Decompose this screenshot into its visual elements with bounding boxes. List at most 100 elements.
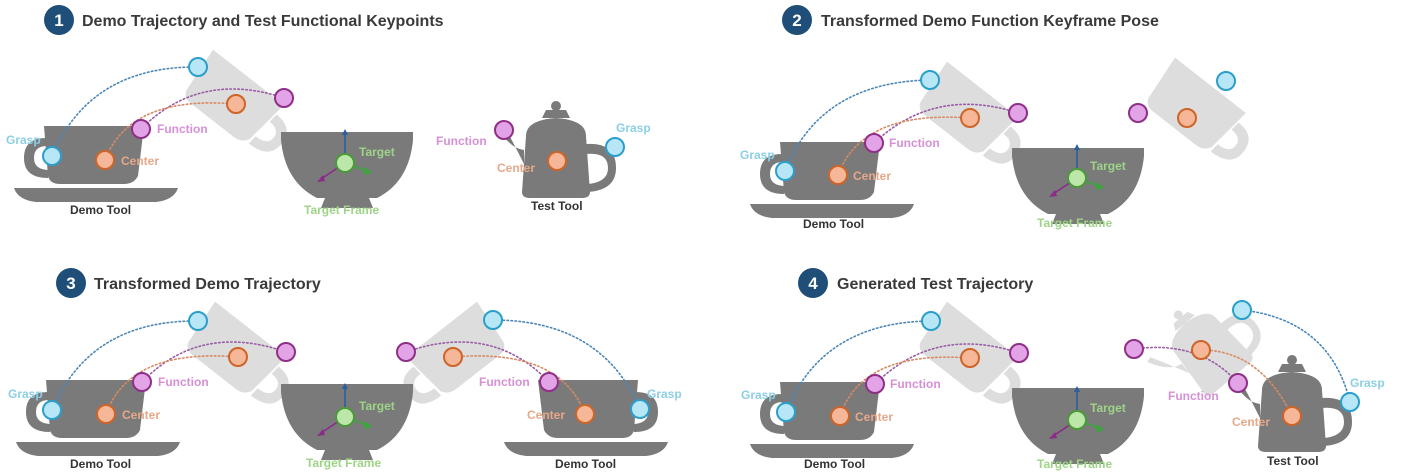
grasp-trajectory (492, 319, 641, 410)
panel-4-badge: 4 (798, 268, 828, 298)
panel-4-title: Generated Test Trajectory (837, 276, 1033, 293)
demo-tool-label: Demo Tool (803, 217, 864, 231)
function-label: Function (479, 375, 530, 389)
grasp-trajectory (784, 79, 931, 172)
grasp-keypoint (1216, 71, 1236, 91)
grasp-keypoint (1232, 300, 1252, 320)
panel-1-badge: 1 (44, 5, 74, 35)
grasp-keypoint (483, 310, 503, 330)
center-keypoint (575, 404, 595, 424)
function-trajectory (140, 88, 285, 130)
grasp-label: Grasp (8, 387, 43, 401)
center-keypoint (547, 151, 567, 171)
function-keypoint (864, 133, 884, 153)
function-trajectory (874, 343, 1020, 385)
panel-3-badge: 3 (56, 268, 86, 298)
test-tool-label: Test Tool (531, 199, 583, 213)
center-keypoint (828, 165, 848, 185)
panel-1: 1 Demo Trajectory and Test Functional Ke… (6, 5, 651, 217)
function-keypoint (539, 372, 559, 392)
center-label: Center (1232, 415, 1270, 429)
function-label: Function (158, 375, 209, 389)
function-trajectory (405, 341, 550, 383)
function-label: Function (889, 136, 940, 150)
demo-tool-label: Demo Tool (70, 457, 131, 471)
function-keypoint (132, 372, 152, 392)
function-keypoint (276, 342, 296, 362)
center-keypoint (830, 406, 850, 426)
center-keypoint (96, 404, 116, 424)
center-trajectory (839, 356, 971, 417)
target-frame-label: Target Frame (306, 456, 381, 470)
grasp-keypoint (775, 161, 795, 181)
panel-1-number: 1 (54, 11, 63, 30)
function-keypoint (1008, 103, 1028, 123)
target-frame-label: Target Frame (1037, 216, 1112, 230)
function-label: Function (436, 134, 487, 148)
function-trajectory (1133, 346, 1239, 384)
test-tool-teapot (496, 101, 616, 198)
center-keypoint (1282, 406, 1302, 426)
grasp-keypoint (920, 70, 940, 90)
panel-2-number: 2 (792, 11, 801, 30)
function-keypoint (1124, 339, 1144, 359)
function-keypoint (1228, 373, 1248, 393)
grasp-trajectory (51, 320, 199, 411)
center-keypoint (226, 94, 246, 114)
function-keypoint (396, 342, 416, 362)
grasp-label: Grasp (6, 133, 41, 147)
grasp-keypoint (42, 146, 62, 166)
grasp-keypoint (1340, 392, 1360, 412)
grasp-keypoint (188, 311, 208, 331)
function-keypoint (274, 88, 294, 108)
center-keypoint (443, 347, 463, 367)
target-label: Target (1090, 401, 1126, 415)
function-label: Function (890, 377, 941, 391)
grasp-trajectory (51, 66, 199, 157)
panel-2: 2 Transformed Demo Function Keyframe Pos… (740, 5, 1264, 231)
grasp-keypoint (42, 400, 62, 420)
grasp-keypoint (605, 137, 625, 157)
function-keypoint (865, 374, 885, 394)
center-label: Center (121, 154, 159, 168)
center-trajectory (452, 355, 586, 415)
center-keypoint (1177, 108, 1197, 128)
demo-tool-label: Demo Tool (70, 203, 131, 217)
center-trajectory (1200, 349, 1293, 417)
target-label: Target (359, 399, 395, 413)
center-trajectory (104, 102, 237, 161)
panel-2-badge: 2 (782, 5, 812, 35)
grasp-keypoint (776, 402, 796, 422)
center-trajectory (105, 355, 239, 415)
grasp-trajectory (785, 320, 932, 413)
center-keypoint (1191, 340, 1211, 360)
center-label: Center (497, 161, 535, 175)
grasp-label: Grasp (1350, 376, 1385, 390)
target-frame-label: Target Frame (1037, 457, 1112, 471)
center-keypoint (95, 150, 115, 170)
center-trajectory (837, 116, 971, 176)
panel-3: 3 Transformed Demo Trajectory Grasp Func… (8, 268, 682, 471)
target-frame-label: Target Frame (304, 203, 379, 217)
demo-tool-label: Demo Tool (804, 457, 865, 471)
panel-3-number: 3 (66, 274, 75, 293)
grasp-label: Grasp (616, 121, 651, 135)
grasp-keypoint (921, 311, 941, 331)
center-keypoint (960, 108, 980, 128)
center-keypoint (960, 348, 980, 368)
panel-4: 4 Generated Test Trajectory Grasp Functi… (741, 268, 1385, 471)
center-label: Center (853, 169, 891, 183)
function-trajectory (873, 103, 1019, 144)
function-trajectory (141, 341, 287, 383)
function-keypoint (494, 120, 514, 140)
center-label: Center (122, 408, 160, 422)
grasp-label: Grasp (741, 388, 776, 402)
function-keypoint (1009, 343, 1029, 363)
target-label: Target (359, 145, 395, 159)
panel-2-title: Transformed Demo Function Keyframe Pose (821, 13, 1159, 30)
grasp-keypoint (630, 399, 650, 419)
demo-tool-label: Demo Tool (555, 457, 616, 471)
ghost-cup-aligned (1140, 57, 1264, 171)
panel-4-number: 4 (808, 274, 818, 293)
